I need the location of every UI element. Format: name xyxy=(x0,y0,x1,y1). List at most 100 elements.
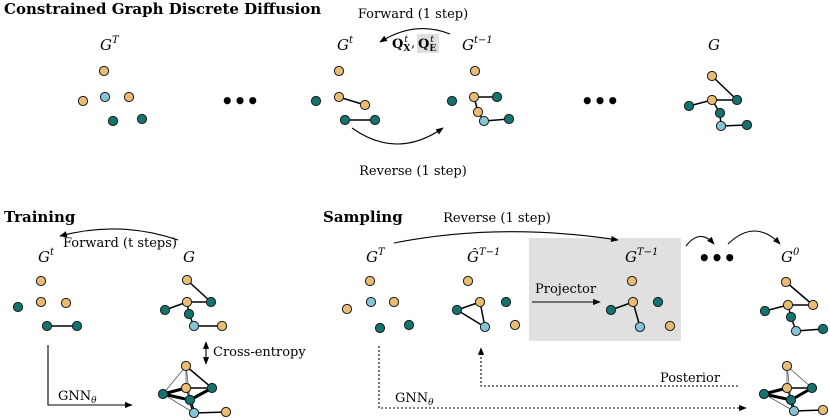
graph-node xyxy=(35,296,47,308)
reverse-one-step-label: Reverse (1 step) xyxy=(359,164,467,179)
graph-node xyxy=(509,319,521,331)
graph-node xyxy=(469,65,481,77)
graph-node xyxy=(780,276,792,288)
graph-node xyxy=(216,320,228,332)
label-gtm1: Gt−1 xyxy=(462,35,493,54)
graph-node xyxy=(446,95,458,107)
graph-edge xyxy=(193,411,227,414)
graph-node xyxy=(491,91,503,103)
sampling-reverse-arrow xyxy=(393,231,619,244)
sampling-label-gTm1: GT−1 xyxy=(625,247,658,266)
graph-node xyxy=(634,321,646,333)
graph-node xyxy=(403,319,415,331)
graph-edge xyxy=(711,75,738,101)
graph-node xyxy=(220,406,232,418)
graph-node xyxy=(365,296,377,308)
graph-node xyxy=(99,91,111,103)
ellipsis-right: ••• xyxy=(581,89,619,113)
graph-node xyxy=(341,303,353,315)
training-title: Training xyxy=(4,208,76,226)
graph-node xyxy=(781,382,793,394)
graph-node xyxy=(758,388,770,400)
sampling-gnn-label: GNNθ xyxy=(395,391,434,408)
graph-node xyxy=(715,120,727,132)
sampling-label-ghat: ĜT−1 xyxy=(467,247,500,266)
graph-edge xyxy=(162,365,187,395)
graph-samp-gTm1 xyxy=(605,275,676,333)
graph-train-pred xyxy=(157,360,232,419)
graph-node xyxy=(790,325,802,337)
graph-edge xyxy=(185,365,213,389)
graph-edge xyxy=(763,393,795,412)
graph-node xyxy=(664,320,676,332)
graph-node xyxy=(206,382,218,394)
graph-node xyxy=(181,296,193,308)
graph-node xyxy=(159,304,171,316)
training-label-gt: Gt xyxy=(38,247,55,266)
graph-node xyxy=(782,299,794,311)
sampling-label-gT: GT xyxy=(366,247,386,266)
graph-node xyxy=(605,304,617,316)
graph-node xyxy=(806,382,818,394)
graph-edge xyxy=(786,365,792,401)
graph-node xyxy=(180,360,192,372)
graph-node xyxy=(339,114,351,126)
projector-label: Projector xyxy=(535,282,597,297)
graph-node xyxy=(98,65,110,77)
cross-entropy-label: Cross-entropy xyxy=(213,345,306,360)
graph-node xyxy=(364,275,376,287)
projector-box xyxy=(529,238,681,341)
graph-node xyxy=(479,321,491,333)
posterior-arrow xyxy=(477,347,738,387)
graph-node xyxy=(468,91,480,103)
graph-edge xyxy=(786,365,813,389)
graph-node xyxy=(310,95,322,107)
sampling-arc-1 xyxy=(685,235,715,247)
sampling-title: Sampling xyxy=(323,208,403,226)
graph-node xyxy=(60,297,72,309)
graph-node xyxy=(503,113,515,125)
graph-edge xyxy=(186,279,212,303)
graph-node xyxy=(478,115,490,127)
graph-node xyxy=(181,274,193,286)
sampling-label-g0: G0 xyxy=(781,247,800,266)
graph-g xyxy=(683,70,753,132)
training-forward-label: Forward (t steps) xyxy=(63,236,177,251)
graph-node xyxy=(333,91,345,103)
graph-node xyxy=(180,382,192,394)
forward-arrow xyxy=(379,28,451,43)
graph-node xyxy=(500,296,512,308)
sampling-arc-2 xyxy=(727,230,781,245)
graph-node xyxy=(472,106,484,118)
graph-node xyxy=(706,94,718,106)
graph-node xyxy=(184,394,196,406)
graph-node xyxy=(388,296,400,308)
graph-node xyxy=(369,114,381,126)
graph-node xyxy=(741,119,753,131)
training-gnn-label: GNNθ xyxy=(58,389,97,406)
graph-gT xyxy=(77,65,148,127)
label-gT: GT xyxy=(100,35,120,54)
graph-edge xyxy=(785,281,814,306)
graph-train-gt xyxy=(12,275,83,332)
graph-node xyxy=(759,305,771,317)
ellipsis-left: ••• xyxy=(221,89,259,113)
graph-samp-gT xyxy=(341,275,415,334)
graph-node xyxy=(374,322,386,334)
graph-node xyxy=(107,115,119,127)
graph-node xyxy=(136,113,148,125)
graph-edge xyxy=(456,309,486,328)
graph-node xyxy=(188,320,200,332)
training-label-g: G xyxy=(183,248,195,266)
graph-node xyxy=(627,296,639,308)
graph-node xyxy=(683,100,695,112)
diagram-title: Constrained Graph Discrete Diffusion xyxy=(4,0,321,18)
qe-label: QEt xyxy=(418,35,436,54)
graph-node xyxy=(785,394,797,406)
graph-gt xyxy=(310,65,381,126)
posterior-label: Posterior xyxy=(660,371,721,386)
graph-node xyxy=(781,360,793,372)
graph-samp-pred xyxy=(758,360,829,417)
gnn-arrow-training xyxy=(47,345,133,409)
